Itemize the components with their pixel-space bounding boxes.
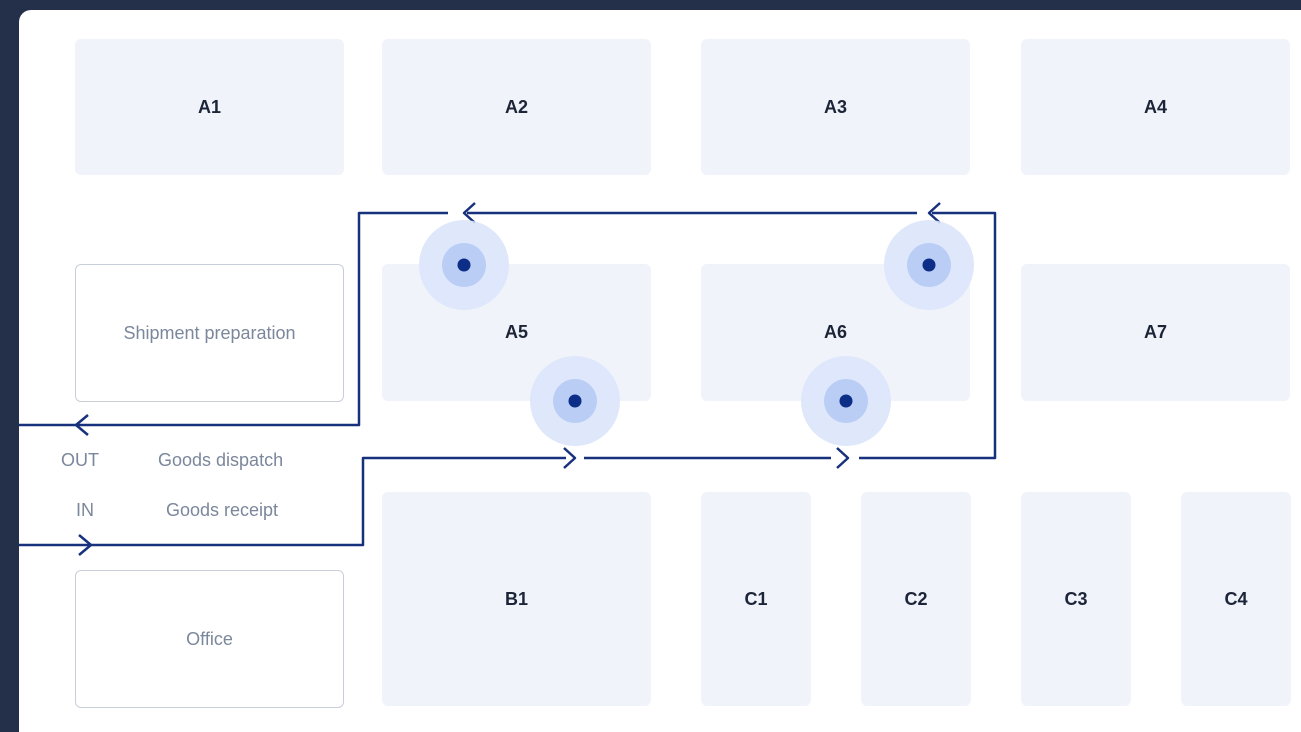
route-overlay xyxy=(19,202,997,556)
zone-shipment-preparation: Shipment preparation xyxy=(75,264,344,402)
zone-a6-label: A6 xyxy=(823,322,847,342)
zone-office-label: Office xyxy=(186,628,233,649)
outbound-route xyxy=(19,202,941,436)
zone-c4: C4 xyxy=(1181,492,1291,706)
zone-a1: A1 xyxy=(75,39,344,175)
zone-a1-label: A1 xyxy=(197,96,221,117)
pick-marker-a5-top xyxy=(419,220,509,310)
zone-a5-label: A5 xyxy=(504,322,528,342)
zone-c2: C2 xyxy=(861,492,971,706)
zone-b1-label: B1 xyxy=(504,588,528,609)
zone-c3-label: C3 xyxy=(1064,588,1088,609)
outbound-arrow-exit-icon xyxy=(74,414,89,436)
pick-marker-a6-top xyxy=(884,220,974,310)
pick-marker-dot-icon xyxy=(457,258,471,272)
zone-c1: C1 xyxy=(701,492,811,706)
inbound-arrow-a6-icon xyxy=(836,447,850,469)
pick-marker-dot-icon xyxy=(568,394,582,408)
goods-dispatch-label: Goods dispatch xyxy=(158,450,284,470)
zone-c3: C3 xyxy=(1021,492,1131,706)
warehouse-floor-plan: A1 A2 A3 A4 Shipment preparation A5 A6 A… xyxy=(19,10,1301,732)
zone-a7-label: A7 xyxy=(1143,322,1167,342)
zone-a7: A7 xyxy=(1021,264,1290,401)
zone-c1-label: C1 xyxy=(744,588,768,609)
inbound-arrow-entry-icon xyxy=(78,534,93,556)
zone-a3: A3 xyxy=(701,39,970,175)
zone-b1: B1 xyxy=(382,492,651,706)
pick-marker-a5-bottom xyxy=(530,356,620,446)
inbound-arrow-a5-icon xyxy=(563,447,577,469)
inbound-route-line xyxy=(19,456,566,547)
inbound-route xyxy=(19,211,997,556)
outbound-arrow-a5-icon xyxy=(462,202,476,224)
zone-a2-label: A2 xyxy=(504,96,528,117)
zone-c2-label: C2 xyxy=(904,588,928,609)
goods-receipt-label: Goods receipt xyxy=(166,500,279,520)
pick-marker-dot-icon xyxy=(922,258,936,272)
outbound-arrow-a6-icon xyxy=(927,202,941,224)
zone-a4: A4 xyxy=(1021,39,1290,175)
pick-marker-a6-bottom xyxy=(801,356,891,446)
out-code-label: OUT xyxy=(61,450,99,470)
zone-a4-label: A4 xyxy=(1143,96,1167,117)
pick-marker-dot-icon xyxy=(839,394,853,408)
outbound-route-exit xyxy=(19,211,448,427)
zone-a3-label: A3 xyxy=(823,96,847,117)
zone-office: Office xyxy=(75,570,344,708)
zone-shipment-preparation-label: Shipment preparation xyxy=(123,322,296,343)
in-code-label: IN xyxy=(76,500,94,520)
zone-c4-label: C4 xyxy=(1224,588,1248,609)
inbound-route-return xyxy=(859,211,997,460)
zone-a2: A2 xyxy=(382,39,651,175)
